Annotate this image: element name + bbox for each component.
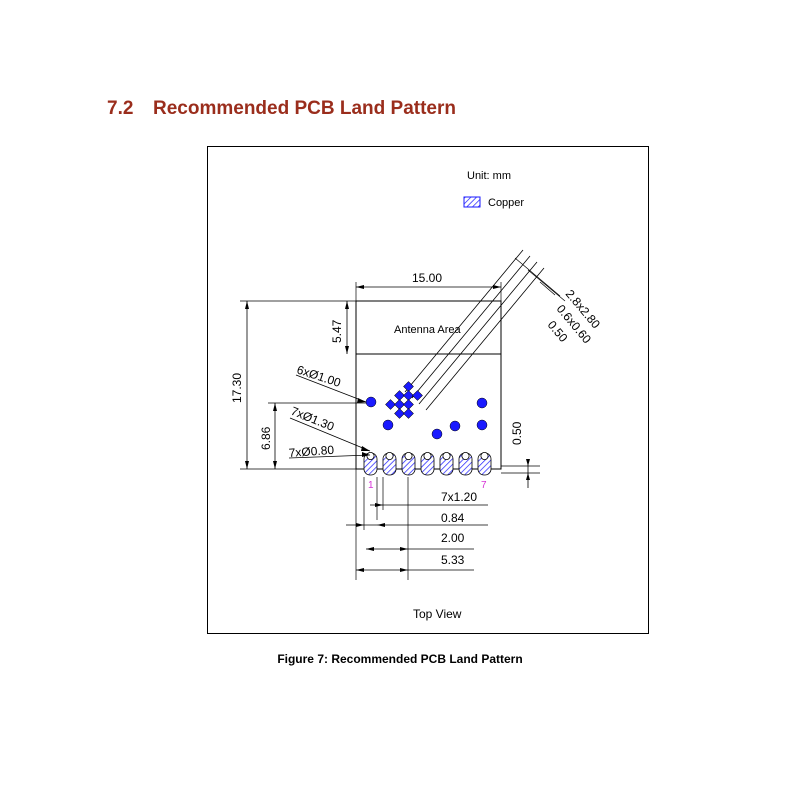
diamond-pad <box>394 408 405 419</box>
pitch-dim-label: 7x1.20 <box>441 490 477 504</box>
diag-ext-2 <box>527 269 566 302</box>
diamond-pad <box>412 390 423 401</box>
round-pad <box>449 420 461 432</box>
figure-frame <box>207 146 649 634</box>
edge-pad-hole <box>366 451 375 460</box>
firstpad-arrow-left <box>366 547 374 551</box>
pad-region-arrow-bottom <box>273 461 277 469</box>
holes7b-leader <box>288 454 371 459</box>
width-dim-label: 15.00 <box>412 271 442 285</box>
holes7a-arrow <box>361 446 370 451</box>
round-pad <box>382 419 394 431</box>
edge-pad-hole <box>385 451 394 460</box>
diag-ext-3 <box>539 281 556 296</box>
diamond-pad <box>403 408 414 419</box>
antenna-dim-label: 5.47 <box>330 319 344 343</box>
holes7a-leader <box>289 417 371 452</box>
round-pad <box>476 397 488 409</box>
holes7b-label: 7xØ0.80 <box>288 443 335 460</box>
figure-caption: Figure 7: Recommended PCB Land Pattern <box>277 652 523 666</box>
padwidth-dim-label: 0.84 <box>441 511 465 525</box>
holes7a-label: 7xØ1.30 <box>289 404 337 434</box>
edge-pad-hole <box>404 451 413 460</box>
diag-line-4 <box>425 267 545 411</box>
diamond-pad <box>394 390 405 401</box>
edge-pad-hole <box>442 451 451 460</box>
height-dim-label: 17.30 <box>230 373 244 403</box>
diag-ext-1 <box>514 257 561 297</box>
pad-region-arrow-top <box>273 403 277 411</box>
section-number: 7.2 <box>107 98 134 119</box>
section-title: Recommended PCB Land Pattern <box>153 98 456 119</box>
diag-line-3 <box>418 261 538 405</box>
pad-region-dim-label: 6.86 <box>259 426 273 450</box>
width-arrow-left <box>356 285 364 289</box>
copper-legend-swatch <box>463 196 481 208</box>
diamond-pad <box>403 399 414 410</box>
pin-1-label: 1 <box>368 480 374 491</box>
diag-line-1 <box>404 249 524 393</box>
diamond-pad <box>403 390 414 401</box>
holes6-label: 6xØ1.00 <box>295 363 343 390</box>
unit-label: Unit: mm <box>467 170 511 182</box>
top-view-label: Top View <box>413 607 462 621</box>
width-arrow-right <box>493 285 501 289</box>
edge-pad-hole <box>480 451 489 460</box>
edge-arrow-bottom <box>526 473 530 480</box>
section-heading: 7.2 Recommended PCB Land Pattern <box>107 98 456 120</box>
pin-7-label: 7 <box>481 480 487 491</box>
holes6-arrow <box>357 398 366 403</box>
diag-line-2 <box>411 255 531 399</box>
padwidth-arrow-right <box>377 523 385 527</box>
holes6-leader <box>295 374 367 403</box>
pitch-arrow <box>375 503 383 507</box>
antenna-arrow-top <box>345 301 349 309</box>
round-pad <box>476 419 488 431</box>
offset-arrow-right <box>400 568 408 572</box>
edge-pad-hole <box>423 451 432 460</box>
edge-dim-label: 0.50 <box>510 421 524 445</box>
round-pad <box>431 428 443 440</box>
holes7b-arrow <box>362 452 370 457</box>
round-pad <box>365 396 377 408</box>
height-arrow-top <box>245 301 249 309</box>
diamond-pad <box>403 381 414 392</box>
edge-pad-hole <box>461 451 470 460</box>
diamond-pad-group <box>385 381 423 419</box>
offset-dim-label: 5.33 <box>441 553 465 567</box>
padwidth-arrow-left <box>356 523 364 527</box>
firstpad-dim-label: 2.00 <box>441 531 465 545</box>
diamond-pad <box>385 399 396 410</box>
height-arrow-bottom <box>245 461 249 469</box>
antenna-arrow-bottom <box>345 346 349 354</box>
copper-legend-label: Copper <box>488 197 524 209</box>
firstpad-arrow-right <box>400 547 408 551</box>
edge-arrow-top <box>526 459 530 466</box>
offset-arrow-left <box>356 568 364 572</box>
antenna-area-label: Antenna Area <box>394 324 462 336</box>
diamond-pad <box>394 399 405 410</box>
edge-pad-group <box>363 451 492 476</box>
round-pad-group <box>365 396 488 440</box>
